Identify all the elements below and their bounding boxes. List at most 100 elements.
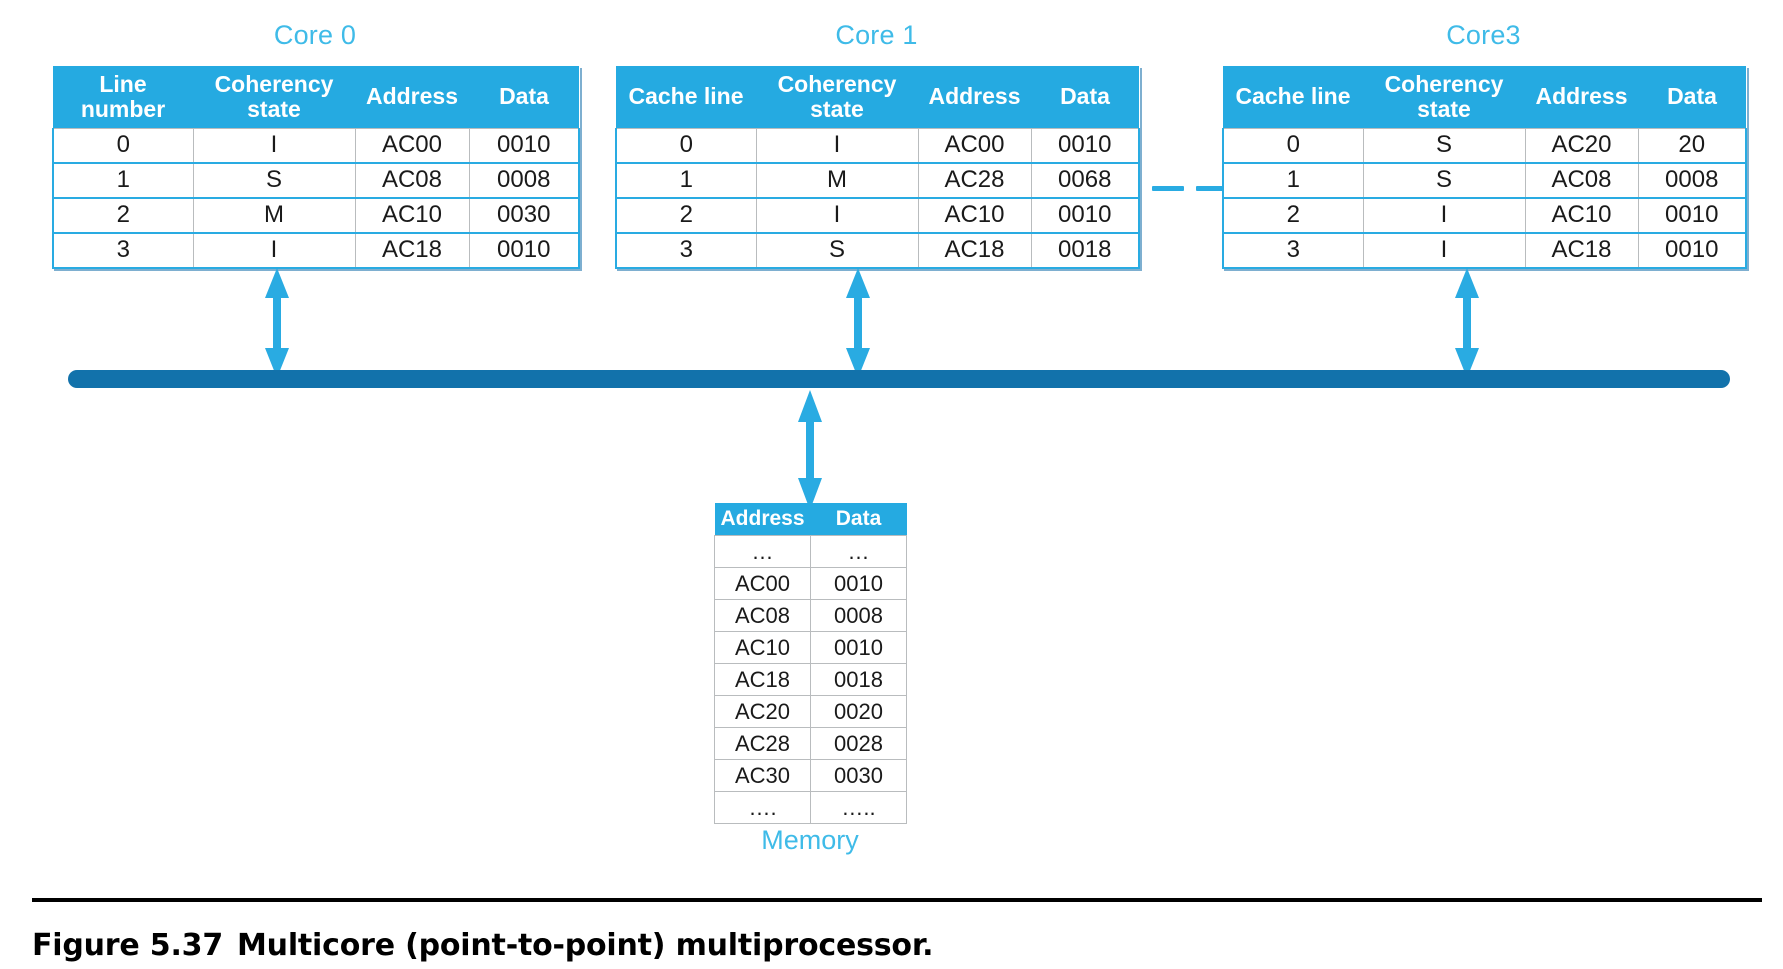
cell-coherency-state: S <box>192 161 356 199</box>
table-row: AC08 0008 <box>714 599 907 632</box>
table-row: AC30 0030 <box>714 759 907 792</box>
cell-coherency-state: M <box>755 161 919 199</box>
cell-data: 0010 <box>1637 231 1747 269</box>
figure-title: Multicore (point-to-point) multiprocesso… <box>237 928 934 963</box>
table-header-row: Address Data <box>714 503 907 536</box>
cell-data: 0010 <box>1637 196 1747 234</box>
column-header-coherency-state: Coherency state <box>193 66 355 128</box>
cell-coherency-state: I <box>192 127 356 164</box>
interconnect-bus <box>68 370 1730 388</box>
cell-address: AC10 <box>354 196 470 234</box>
cell-cache-line: 2 <box>1222 196 1364 234</box>
cell-address: AC10 <box>1524 196 1639 234</box>
column-header-address: Address <box>918 66 1031 128</box>
cell-cache-line: 2 <box>615 196 757 234</box>
column-header-coherency-state: Coherency state <box>756 66 918 128</box>
cell-address: AC18 <box>714 663 811 696</box>
column-header-line-number: Line number <box>53 66 193 128</box>
column-header-coherency-state: Coherency state <box>1363 66 1525 128</box>
cell-cache-line: 1 <box>615 161 757 199</box>
table-row: 3 I AC18 0010 <box>1222 231 1747 269</box>
cell-data: 20 <box>1637 127 1747 164</box>
cell-coherency-state: M <box>192 196 356 234</box>
table-row: …. ….. <box>714 791 907 824</box>
cell-data: ….. <box>810 791 907 824</box>
table-header-row: Line number Coherency state Address Data <box>53 66 579 128</box>
memory-table: Address Data … … AC00 0010 AC08 0008 AC1… <box>714 503 907 824</box>
cell-line-number: 2 <box>52 196 194 234</box>
column-header-data: Data <box>1638 66 1746 128</box>
cell-address: AC00 <box>354 127 470 164</box>
cell-data: 0030 <box>468 196 580 234</box>
cell-address: AC18 <box>917 231 1032 269</box>
cell-coherency-state: S <box>1362 161 1526 199</box>
table-row: AC20 0020 <box>714 695 907 728</box>
cell-data: 0020 <box>810 695 907 728</box>
core-0-bus-arrow <box>258 268 296 378</box>
core-3-bus-arrow <box>1448 268 1486 378</box>
core-title-0: Core 0 <box>273 20 357 50</box>
cell-coherency-state: I <box>192 231 356 269</box>
cell-coherency-state: S <box>755 231 919 269</box>
table-row: 3 S AC18 0018 <box>615 231 1140 269</box>
table-row: AC18 0018 <box>714 663 907 696</box>
table-row: 1 M AC28 0068 <box>615 161 1140 199</box>
column-header-address: Address <box>355 66 469 128</box>
table-row: … … <box>714 535 907 568</box>
dashed-ellipsis-link-dash-1 <box>1152 186 1184 191</box>
cell-cache-line: 3 <box>615 231 757 269</box>
cell-data: 0008 <box>810 599 907 632</box>
cell-data: 0010 <box>468 127 580 164</box>
cell-address: AC18 <box>1524 231 1639 269</box>
cell-address: AC08 <box>714 599 811 632</box>
table-row: 2 I AC10 0010 <box>1222 196 1747 234</box>
table-row: 0 I AC00 0010 <box>615 127 1140 164</box>
cache-table-core-1: Cache line Coherency state Address Data … <box>615 66 1140 269</box>
column-header-cache-line: Cache line <box>1223 66 1363 128</box>
table-row: AC10 0010 <box>714 631 907 664</box>
table-row: 0 I AC00 0010 <box>52 127 580 164</box>
table-header-row: Cache line Coherency state Address Data <box>616 66 1139 128</box>
table-row: AC00 0010 <box>714 567 907 600</box>
table-row: 2 I AC10 0010 <box>615 196 1140 234</box>
column-header-address: Address <box>1525 66 1638 128</box>
column-header-data: Data <box>469 66 579 128</box>
cell-address: AC08 <box>1524 161 1639 199</box>
core-title-3: Core3 <box>1446 20 1521 50</box>
cell-data: 0018 <box>1030 231 1140 269</box>
table-row: 1 S AC08 0008 <box>52 161 580 199</box>
cell-address: AC10 <box>917 196 1032 234</box>
cell-cache-line: 3 <box>1222 231 1364 269</box>
cell-line-number: 3 <box>52 231 194 269</box>
cell-address: AC28 <box>714 727 811 760</box>
column-header-cache-line: Cache line <box>616 66 756 128</box>
cell-data: 0008 <box>468 161 580 199</box>
column-header-data: Data <box>810 503 907 536</box>
core-1-bus-arrow <box>839 268 877 378</box>
cell-address: …. <box>714 791 811 824</box>
cell-coherency-state: I <box>1362 231 1526 269</box>
cache-table-core-0: Line number Coherency state Address Data… <box>52 66 580 269</box>
cell-address: AC20 <box>714 695 811 728</box>
table-header-row: Cache line Coherency state Address Data <box>1223 66 1746 128</box>
table-row: AC28 0028 <box>714 727 907 760</box>
cell-data: 0010 <box>1030 127 1140 164</box>
dashed-ellipsis-link-dash-2 <box>1196 186 1228 191</box>
cell-line-number: 1 <box>52 161 194 199</box>
figure-number: Figure 5.37 <box>32 928 224 963</box>
cell-address: AC20 <box>1524 127 1639 164</box>
cell-data: 0030 <box>810 759 907 792</box>
column-header-address: Address <box>714 503 811 536</box>
memory-bus-arrow <box>791 390 829 510</box>
cell-data: 0018 <box>810 663 907 696</box>
caption-divider <box>32 898 1762 902</box>
cell-address: AC30 <box>714 759 811 792</box>
cell-address: AC18 <box>354 231 470 269</box>
cell-address: AC10 <box>714 631 811 664</box>
cell-data: 0010 <box>1030 196 1140 234</box>
cell-data: … <box>810 535 907 568</box>
column-header-data: Data <box>1031 66 1139 128</box>
table-row: 1 S AC08 0008 <box>1222 161 1747 199</box>
cell-coherency-state: I <box>755 127 919 164</box>
